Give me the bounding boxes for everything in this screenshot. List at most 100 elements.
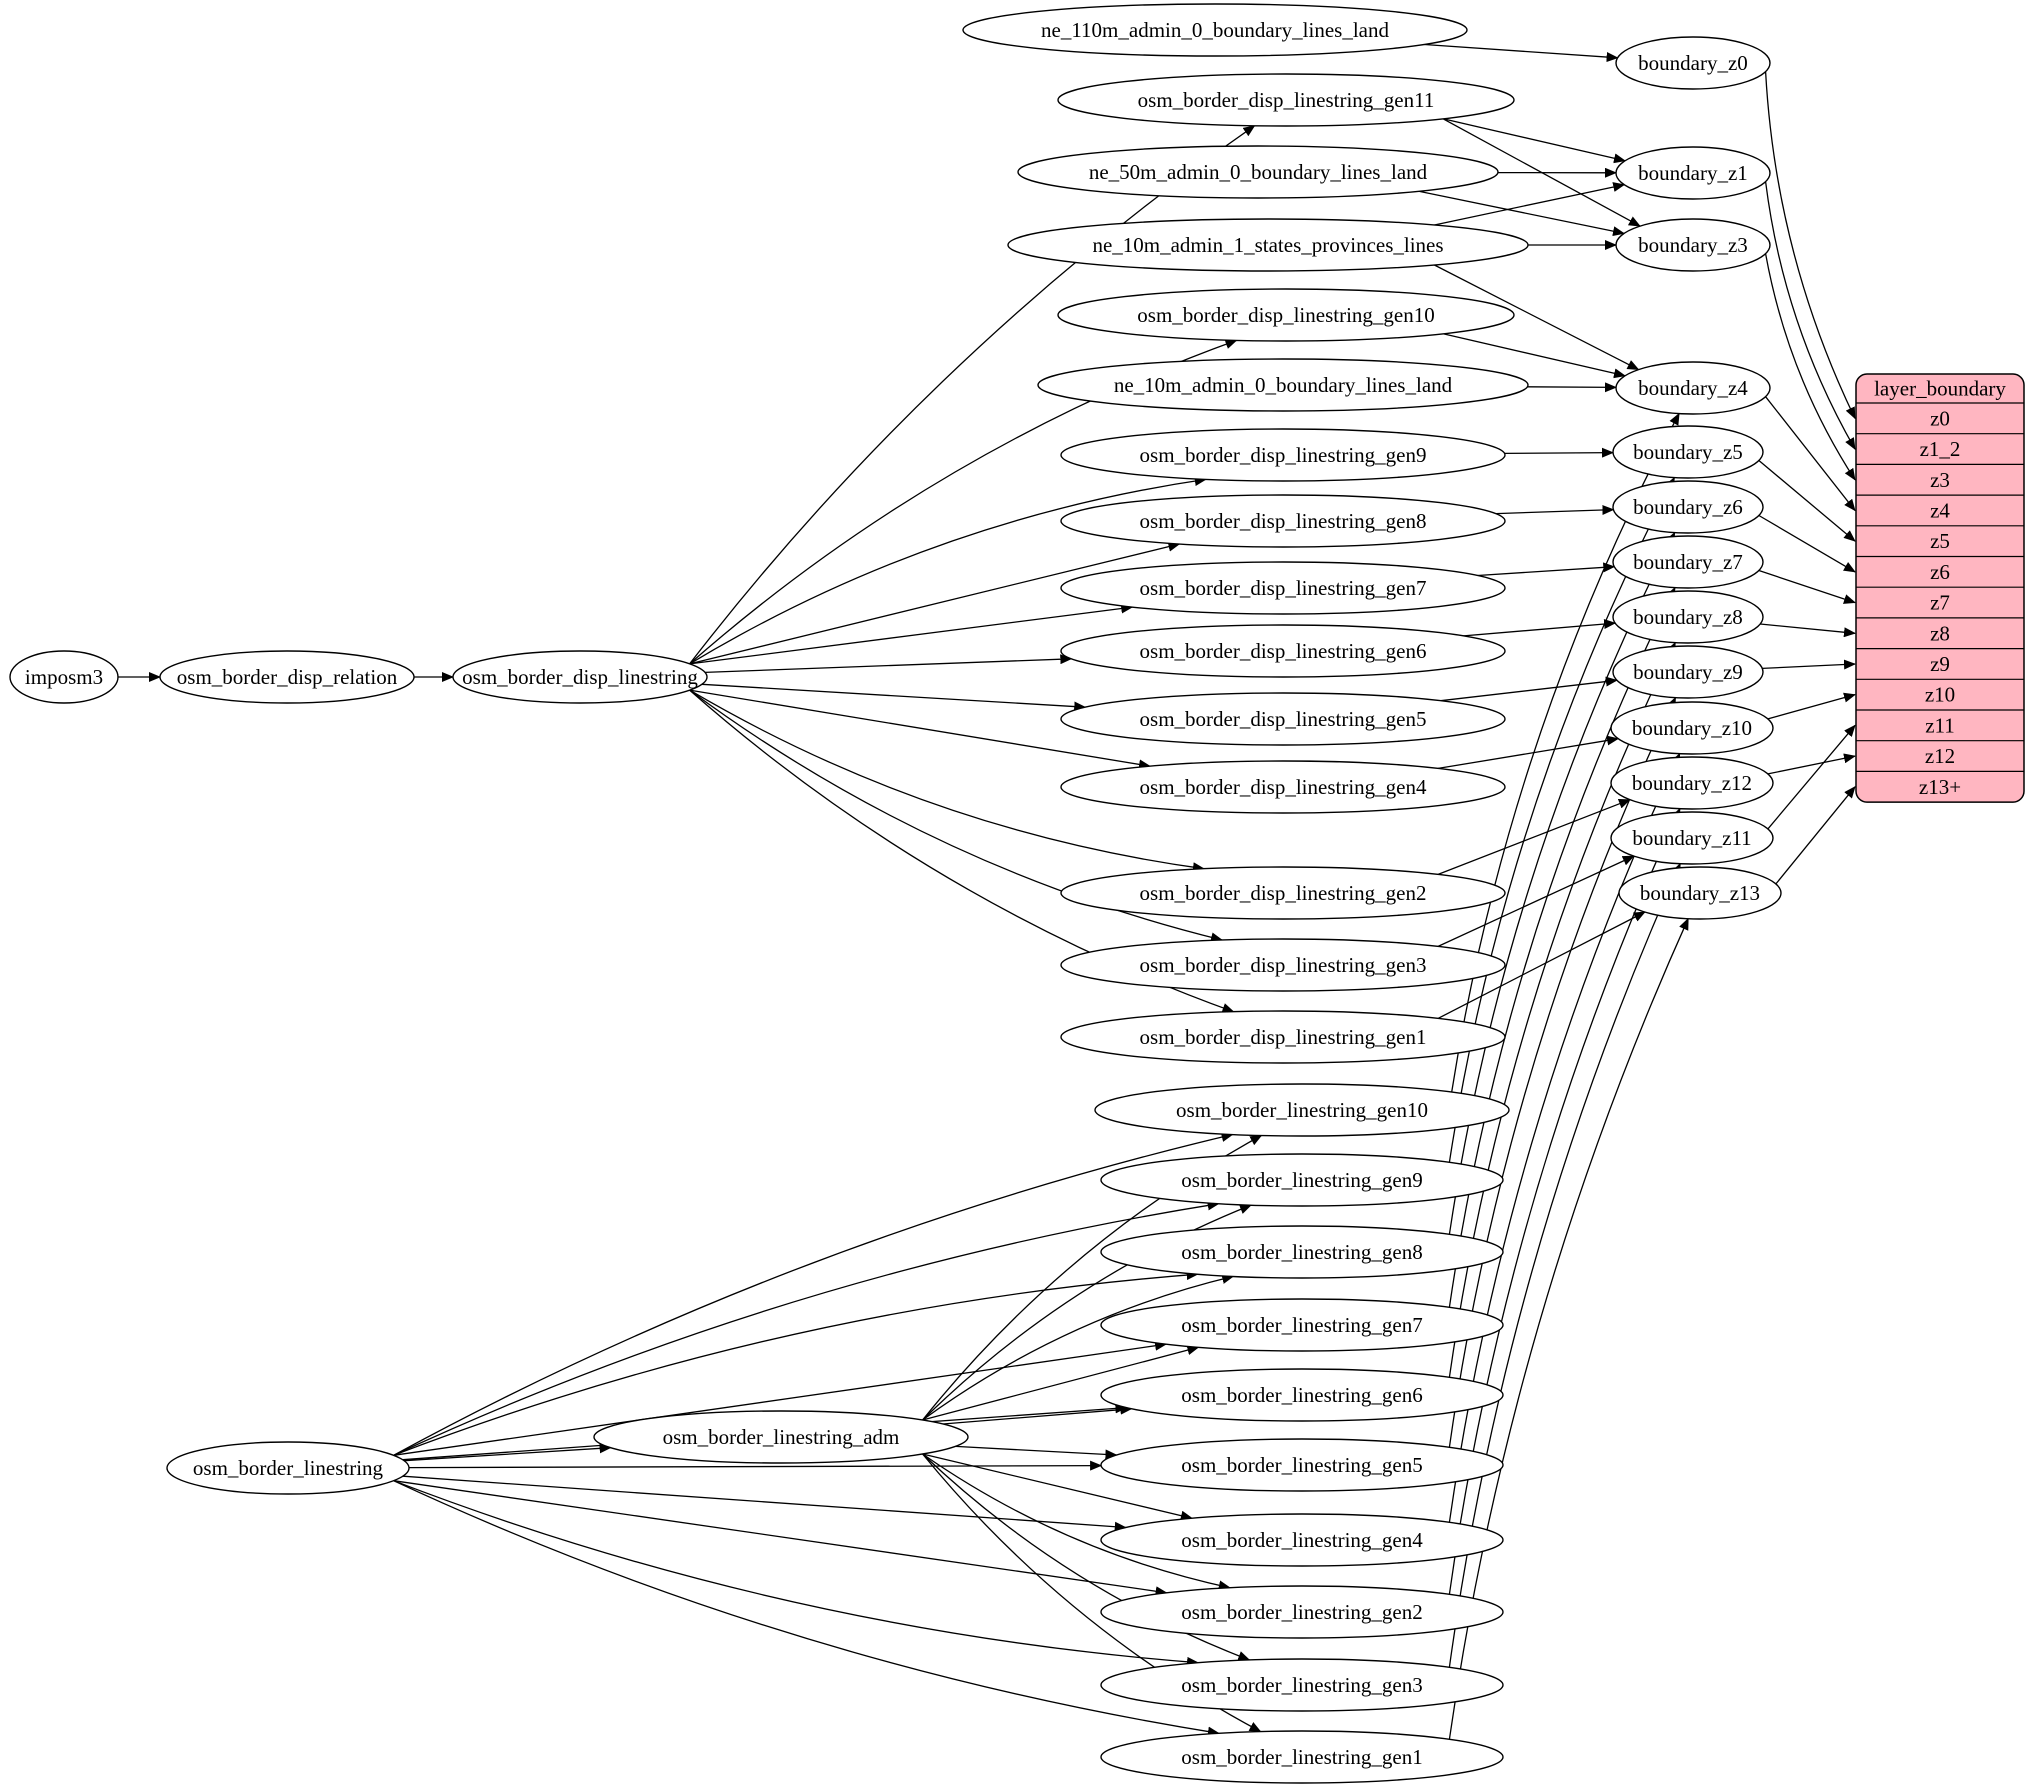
node-label-osm_border_disp_linestring_gen10: osm_border_disp_linestring_gen10 [1137,303,1434,327]
node-label-boundary_z12: boundary_z12 [1632,771,1752,795]
node-label-osm_border_disp_linestring_gen8: osm_border_disp_linestring_gen8 [1140,509,1427,533]
node-osm_border_linestring_gen6: osm_border_linestring_gen6 [1101,1369,1503,1421]
edge-osm_border_linestring_adm-to-osm_border_linestring_gen6 [943,1409,1132,1424]
layer-boundary-row-z0: z0 [1930,406,1950,430]
node-label-ne_50m_admin_0_boundary_lines_land: ne_50m_admin_0_boundary_lines_land [1089,160,1428,184]
layer-boundary-record: layer_boundaryz0z1_2z3z4z5z6z7z8z9z10z11… [1856,374,2024,802]
node-osm_border_linestring_adm: osm_border_linestring_adm [594,1411,968,1463]
edge-osm_border_disp_linestring_gen4-to-boundary_z10 [1438,739,1618,769]
node-label-boundary_z7: boundary_z7 [1633,550,1743,574]
edge-osm_border_linestring-to-osm_border_linestring_gen2 [394,1481,1167,1593]
node-boundary_z5: boundary_z5 [1613,426,1763,478]
layer-boundary-row-z4: z4 [1930,498,1950,522]
node-label-boundary_z13: boundary_z13 [1640,881,1760,905]
node-label-osm_border_linestring_gen7: osm_border_linestring_gen7 [1181,1313,1422,1337]
edge-ne_110m_admin_0_boundary_lines_land-to-boundary_z0 [1424,45,1617,58]
node-osm_border_linestring_gen4: osm_border_linestring_gen4 [1101,1514,1503,1566]
node-label-boundary_z8: boundary_z8 [1633,605,1743,629]
node-label-osm_border_disp_linestring_gen5: osm_border_disp_linestring_gen5 [1140,707,1427,731]
edge-boundary_z12-to-layer_boundary.z12 [1768,756,1855,774]
edge-boundary_z5-to-layer_boundary.z5 [1759,461,1855,542]
node-osm_border_disp_linestring: osm_border_disp_linestring [453,651,707,703]
node-ne_110m_admin_0_boundary_lines_land: ne_110m_admin_0_boundary_lines_land [963,4,1467,56]
node-boundary_z3: boundary_z3 [1616,219,1770,271]
node-label-boundary_z9: boundary_z9 [1633,660,1743,684]
edge-osm_border_linestring-to-osm_border_linestring_gen1 [394,1481,1219,1734]
node-label-osm_border_disp_linestring: osm_border_disp_linestring [462,665,698,689]
layer-boundary-row-z3: z3 [1930,468,1950,492]
edge-ne_10m_admin_1_states_provinces_lines-to-boundary_z1 [1434,185,1624,225]
edge-osm_border_linestring-to-osm_border_linestring_gen4 [403,1476,1126,1527]
node-label-osm_border_disp_linestring_gen11: osm_border_disp_linestring_gen11 [1138,88,1435,112]
edge-boundary_z4-to-layer_boundary.z4 [1766,397,1855,511]
node-osm_border_disp_linestring_gen8: osm_border_disp_linestring_gen8 [1061,495,1505,547]
edge-boundary_z9-to-layer_boundary.z9 [1762,664,1855,668]
node-boundary_z0: boundary_z0 [1616,37,1770,89]
node-label-osm_border_linestring_gen10: osm_border_linestring_gen10 [1176,1098,1428,1122]
node-boundary_z6: boundary_z6 [1613,481,1763,533]
edge-osm_border_disp_linestring-to-osm_border_disp_linestring_gen5 [702,684,1085,707]
node-label-osm_border_disp_linestring_gen9: osm_border_disp_linestring_gen9 [1140,443,1427,467]
edge-osm_border_disp_linestring_gen11-to-boundary_z1 [1443,119,1625,161]
node-label-osm_border_disp_linestring_gen3: osm_border_disp_linestring_gen3 [1140,953,1427,977]
node-osm_border_disp_linestring_gen11: osm_border_disp_linestring_gen11 [1058,74,1514,126]
node-boundary_z4: boundary_z4 [1616,362,1770,414]
node-osm_border_linestring_gen9: osm_border_linestring_gen9 [1101,1154,1503,1206]
node-osm_border_disp_linestring_gen9: osm_border_disp_linestring_gen9 [1061,429,1505,481]
node-boundary_z7: boundary_z7 [1613,536,1763,588]
node-label-ne_110m_admin_0_boundary_lines_land: ne_110m_admin_0_boundary_lines_land [1041,18,1389,42]
node-label-osm_border_disp_relation: osm_border_disp_relation [177,665,398,689]
node-label-osm_border_linestring_gen6: osm_border_linestring_gen6 [1181,1383,1422,1407]
node-label-osm_border_disp_linestring_gen1: osm_border_disp_linestring_gen1 [1140,1025,1427,1049]
node-osm_border_disp_relation: osm_border_disp_relation [160,651,414,703]
edge-osm_border_disp_linestring_gen9-to-boundary_z5 [1505,453,1613,454]
node-osm_border_linestring_gen8: osm_border_linestring_gen8 [1101,1226,1503,1278]
node-label-osm_border_linestring_gen2: osm_border_linestring_gen2 [1181,1600,1422,1624]
layer-boundary-row-z8: z8 [1930,621,1950,645]
node-ne_10m_admin_0_boundary_lines_land: ne_10m_admin_0_boundary_lines_land [1038,359,1528,411]
node-boundary_z8: boundary_z8 [1613,591,1763,643]
edge-osm_border_linestring_adm-to-osm_border_linestring_gen5 [955,1446,1116,1455]
node-label-osm_border_linestring: osm_border_linestring [193,1456,384,1480]
node-osm_border_disp_linestring_gen2: osm_border_disp_linestring_gen2 [1061,867,1505,919]
layer-boundary-title: layer_boundary [1874,377,2006,401]
node-label-boundary_z11: boundary_z11 [1632,826,1751,850]
node-osm_border_linestring_gen7: osm_border_linestring_gen7 [1101,1299,1503,1351]
node-imposm3: imposm3 [10,651,118,703]
node-label-osm_border_disp_linestring_gen4: osm_border_disp_linestring_gen4 [1140,775,1427,799]
edge-osm_border_disp_linestring_gen8-to-boundary_z6 [1496,510,1614,514]
edge-ne_10m_admin_0_boundary_lines_land-to-boundary_z4 [1527,387,1616,388]
layer-boundary-row-z7: z7 [1930,591,1950,615]
node-osm_border_disp_linestring_gen6: osm_border_disp_linestring_gen6 [1061,625,1505,677]
edge-boundary_z11-to-layer_boundary.z11 [1768,725,1855,829]
edge-boundary_z8-to-layer_boundary.z8 [1760,624,1855,633]
edge-osm_border_disp_linestring_gen6-to-boundary_z8 [1463,623,1615,636]
edge-boundary_z13-to-layer_boundary.z13+ [1776,787,1855,884]
node-osm_border_linestring_gen10: osm_border_linestring_gen10 [1095,1084,1509,1136]
node-osm_border_linestring_gen2: osm_border_linestring_gen2 [1101,1586,1503,1638]
node-ne_50m_admin_0_boundary_lines_land: ne_50m_admin_0_boundary_lines_land [1018,146,1498,198]
edge-boundary_z10-to-layer_boundary.z10 [1768,695,1855,719]
node-label-boundary_z6: boundary_z6 [1633,495,1743,519]
node-label-osm_border_linestring_gen9: osm_border_linestring_gen9 [1181,1168,1422,1192]
edge-osm_border_linestring_gen6-to-boundary_z8 [1449,643,1675,1378]
node-label-osm_border_linestring_gen1: osm_border_linestring_gen1 [1181,1745,1422,1769]
layer-boundary-row-z11: z11 [1925,713,1955,737]
layer-boundary-row-z13+: z13+ [1919,775,1961,799]
node-osm_border_disp_linestring_gen4: osm_border_disp_linestring_gen4 [1061,761,1505,813]
edge-boundary_z7-to-layer_boundary.z7 [1759,571,1855,603]
edge-boundary_z3-to-layer_boundary.z3 [1766,254,1855,480]
node-osm_border_linestring_gen5: osm_border_linestring_gen5 [1101,1439,1503,1491]
node-label-osm_border_disp_linestring_gen6: osm_border_disp_linestring_gen6 [1140,639,1427,663]
node-osm_border_linestring_gen3: osm_border_linestring_gen3 [1101,1659,1503,1711]
edge-osm_border_disp_linestring-to-osm_border_disp_linestring_gen6 [705,659,1071,673]
node-osm_border_disp_linestring_gen10: osm_border_disp_linestring_gen10 [1058,289,1514,341]
node-label-imposm3: imposm3 [25,665,103,689]
node-osm_border_disp_linestring_gen7: osm_border_disp_linestring_gen7 [1061,562,1505,614]
node-label-osm_border_linestring_adm: osm_border_linestring_adm [663,1425,900,1449]
node-osm_border_disp_linestring_gen3: osm_border_disp_linestring_gen3 [1061,939,1505,991]
node-boundary_z12: boundary_z12 [1611,757,1773,809]
node-label-osm_border_linestring_gen3: osm_border_linestring_gen3 [1181,1673,1422,1697]
layer-boundary-row-z1_2: z1_2 [1920,437,1961,461]
